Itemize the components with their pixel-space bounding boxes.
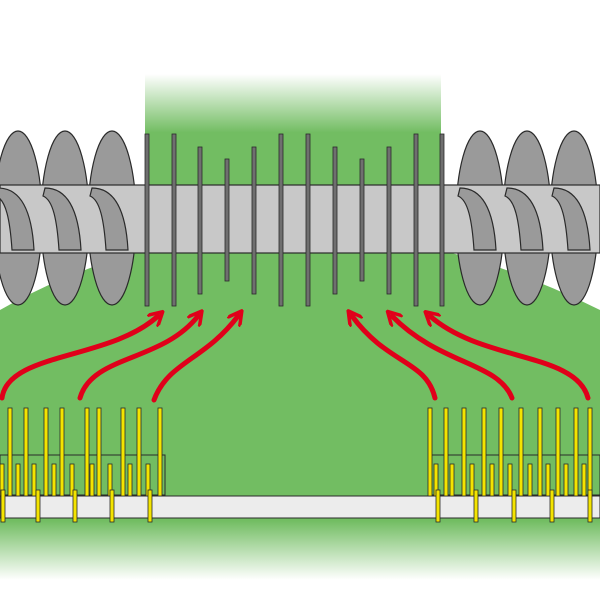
pickup-tine-icon-short-16 xyxy=(545,463,551,497)
auger-flight-edge-left-2 xyxy=(42,187,82,251)
pickup-tine-icon-short-14 xyxy=(507,463,513,497)
crop-field-back xyxy=(145,74,441,204)
retractable-finger-icon-5 xyxy=(251,146,257,295)
auger-flight-edge-left-3 xyxy=(89,187,129,251)
curved-arrow-icon-left-1 xyxy=(0,316,158,401)
pickup-tine-icon-tall-10 xyxy=(427,407,433,497)
pickup-tines xyxy=(0,407,593,523)
feed-arrows xyxy=(0,316,591,403)
pickup-tine-icon-short-17 xyxy=(563,463,569,497)
retractable-finger-icon-2 xyxy=(171,133,177,307)
retractable-finger-icon-10 xyxy=(386,146,392,295)
pickup-tine-icon-tall-1 xyxy=(7,407,13,497)
retractable-finger-icon-7 xyxy=(305,133,311,307)
pickup-tine-icon-short-15 xyxy=(527,463,533,497)
curved-arrow-icon-right-3 xyxy=(430,316,591,401)
curved-arrow-icon-right-1 xyxy=(352,316,438,401)
curved-arrow-icon-right-2 xyxy=(392,316,515,401)
pickup-tine-icon-tall-5 xyxy=(84,407,90,497)
retractable-finger-icon-1 xyxy=(144,133,150,307)
pickup-tine-icon-tall-7 xyxy=(120,407,126,497)
pickup-tine-icon-tall-3 xyxy=(43,407,49,497)
pickup-tine-icon-tall-8 xyxy=(136,407,142,497)
pickup-tine-icon-tall-17 xyxy=(555,407,561,497)
pickup-crossbar xyxy=(0,495,600,519)
pickup-tine-icon-lower-5 xyxy=(147,489,153,523)
pickup-tine-icon-tall-9 xyxy=(157,407,163,497)
pickup-tine-icon-lower-2 xyxy=(35,489,41,523)
auger-flight-edge-left-1 xyxy=(0,187,35,251)
auger-flight-edge-right-2 xyxy=(504,187,544,251)
pickup-tine-icon-tall-19 xyxy=(587,407,593,497)
pickup-tine-icon-tall-15 xyxy=(518,407,524,497)
pickup-tine-icon-short-2 xyxy=(15,463,21,497)
auger-flight-edge-right-3 xyxy=(551,187,591,251)
pickup-tine-icon-short-6 xyxy=(89,463,95,497)
pickup-tine-icon-short-3 xyxy=(31,463,37,497)
pickup-tine-icon-short-11 xyxy=(449,463,455,497)
pickup-tine-icon-tall-12 xyxy=(461,407,467,497)
auger xyxy=(0,130,600,307)
pickup-tine-icon-tall-4 xyxy=(59,407,65,497)
auger-flight-edge-right-1 xyxy=(457,187,497,251)
pickup-tine-icon-short-4 xyxy=(51,463,57,497)
pickup-reel xyxy=(0,407,600,523)
pickup-tine-icon-tall-14 xyxy=(498,407,504,497)
pickup-tine-icon-tall-6 xyxy=(96,407,102,497)
retractable-finger-icon-4 xyxy=(224,158,230,282)
pickup-tine-icon-tall-16 xyxy=(537,407,543,497)
pickup-tine-icon-short-12 xyxy=(469,463,475,497)
pickup-tine-icon-lower-1 xyxy=(0,489,6,523)
pickup-tine-icon-short-18 xyxy=(581,463,587,497)
pickup-tine-icon-short-13 xyxy=(489,463,495,497)
retractable-finger-icon-6 xyxy=(278,133,284,307)
retractable-finger-icon-9 xyxy=(359,158,365,282)
pickup-tine-icon-lower-9 xyxy=(549,489,555,523)
retractable-finger-icon-11 xyxy=(413,133,419,307)
pickup-tine-icon-tall-2 xyxy=(23,407,29,497)
pickup-tine-icon-tall-13 xyxy=(481,407,487,497)
pickup-tine-icon-tall-11 xyxy=(443,407,449,497)
pickup-tine-icon-short-8 xyxy=(127,463,133,497)
pickup-tine-icon-lower-8 xyxy=(511,489,517,523)
curved-arrow-icon-left-2 xyxy=(77,316,198,401)
auger-fingers xyxy=(144,133,445,307)
pickup-tine-icon-short-5 xyxy=(69,463,75,497)
retractable-finger-icon-3 xyxy=(197,146,203,295)
pickup-tine-icon-lower-10 xyxy=(587,489,593,523)
auger-flights-front xyxy=(0,187,591,251)
pickup-tine-icon-lower-4 xyxy=(109,489,115,523)
retractable-finger-icon-8 xyxy=(332,146,338,295)
pickup-tine-icon-lower-7 xyxy=(473,489,479,523)
crop-field xyxy=(0,250,600,580)
curved-arrow-icon-left-3 xyxy=(151,316,238,403)
pickup-tine-icon-lower-3 xyxy=(72,489,78,523)
retractable-finger-icon-12 xyxy=(439,133,445,307)
pickup-tine-icon-tall-18 xyxy=(573,407,579,497)
pickup-tine-icon-lower-6 xyxy=(435,489,441,523)
